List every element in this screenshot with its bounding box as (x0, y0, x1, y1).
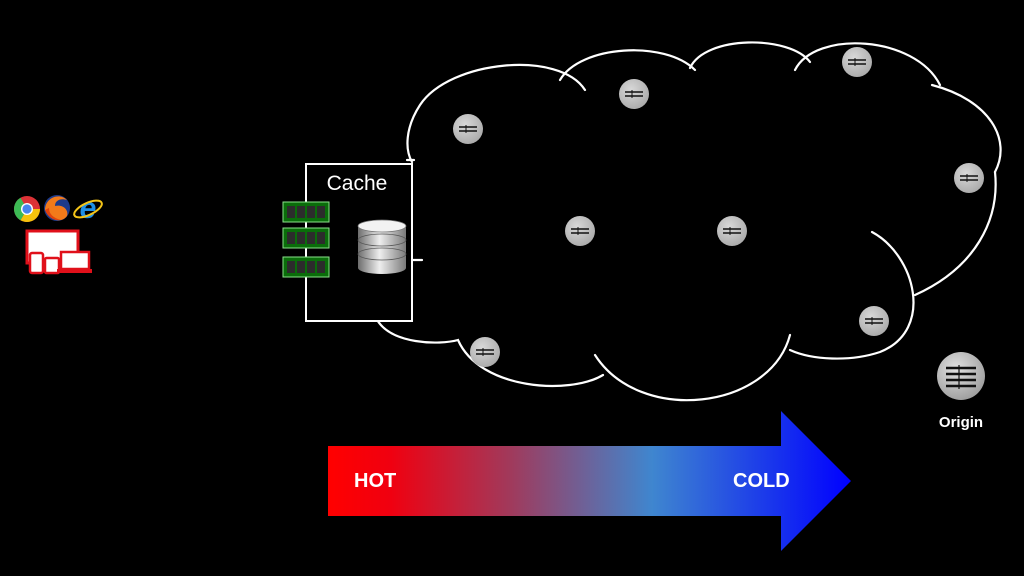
internet-explorer-icon: e (73, 192, 103, 225)
phone-icon (28, 251, 45, 275)
database-icon (357, 219, 407, 274)
origin-label: Origin (939, 414, 983, 431)
firefox-icon (44, 195, 70, 221)
origin-server-icon (937, 352, 985, 400)
chrome-icon (13, 196, 40, 223)
ram-module-icon (282, 227, 330, 249)
edge-server-icon (954, 163, 984, 193)
cold-label: COLD (733, 470, 790, 492)
edge-server-icon (619, 79, 649, 109)
browser-icons: e (13, 192, 103, 225)
origin-server: Origin (937, 352, 985, 431)
edge-server-icon (453, 114, 483, 144)
edge-server-icon (717, 216, 747, 246)
cdn-cloud (374, 41, 1002, 402)
laptop-icon (57, 250, 92, 273)
edge-server-icon (565, 216, 595, 246)
svg-text:e: e (80, 192, 97, 225)
cache-box: Cache (282, 163, 413, 322)
cache-label: Cache (327, 172, 388, 195)
ram-module-icon (282, 256, 330, 278)
hot-cold-arrow: HOT COLD (328, 411, 851, 551)
edge-server-icon (842, 47, 872, 77)
tablet-icon (43, 256, 61, 275)
edge-server-icon (859, 306, 889, 336)
ram-module-icon (282, 201, 330, 223)
edge-server-icon (470, 337, 500, 367)
hot-label: HOT (354, 470, 396, 492)
device-icons (25, 229, 92, 275)
